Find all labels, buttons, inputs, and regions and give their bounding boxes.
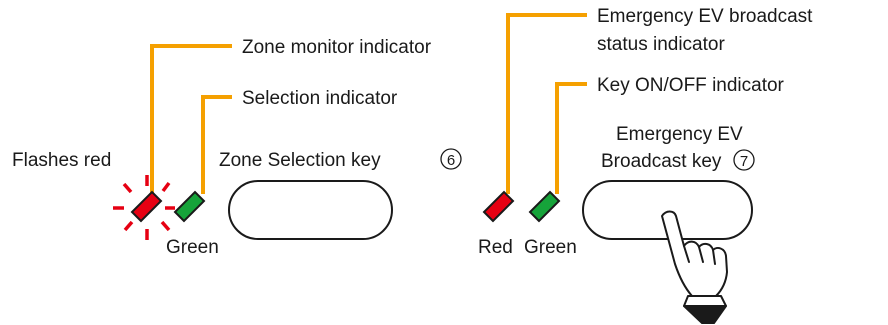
circled-number-7: 7: [733, 149, 755, 171]
key-onoff-led-icon: [528, 190, 561, 223]
zone-monitor-indicator-label: Zone monitor indicator: [242, 37, 432, 58]
ev-broadcast-key-label-line2: Broadcast key: [601, 151, 722, 172]
zone-selection-key-label: Zone Selection key: [219, 150, 381, 171]
key-onoff-indicator-label: Key ON/OFF indicator: [597, 75, 785, 96]
key-onoff-leader-line: [555, 82, 587, 194]
pointing-hand-icon: [661, 210, 728, 324]
ev-broadcast-key-label-line1: Emergency EV: [616, 124, 743, 145]
red-led-label: Red: [478, 237, 513, 258]
selection-indicator-label: Selection indicator: [242, 88, 398, 109]
flashes-red-label: Flashes red: [12, 150, 111, 171]
circled-number-6: 6: [440, 148, 462, 170]
flash-rays-icon: [113, 175, 175, 240]
zone-monitor-led-icon: [130, 190, 163, 223]
svg-text:6: 6: [447, 152, 455, 169]
svg-text:7: 7: [740, 153, 748, 170]
selection-led-icon: [173, 190, 206, 223]
emergency-status-leader-line: [506, 13, 587, 194]
zone-monitor-leader-line: [150, 44, 232, 194]
emergency-status-label-line2: status indicator: [597, 34, 725, 55]
emergency-status-label-line1: Emergency EV broadcast: [597, 6, 813, 27]
selection-leader-line: [201, 95, 232, 194]
emergency-status-led-icon: [482, 190, 515, 223]
green-led-label-right: Green: [524, 237, 577, 258]
zone-selection-key[interactable]: [228, 180, 393, 240]
green-led-label: Green: [166, 237, 219, 258]
